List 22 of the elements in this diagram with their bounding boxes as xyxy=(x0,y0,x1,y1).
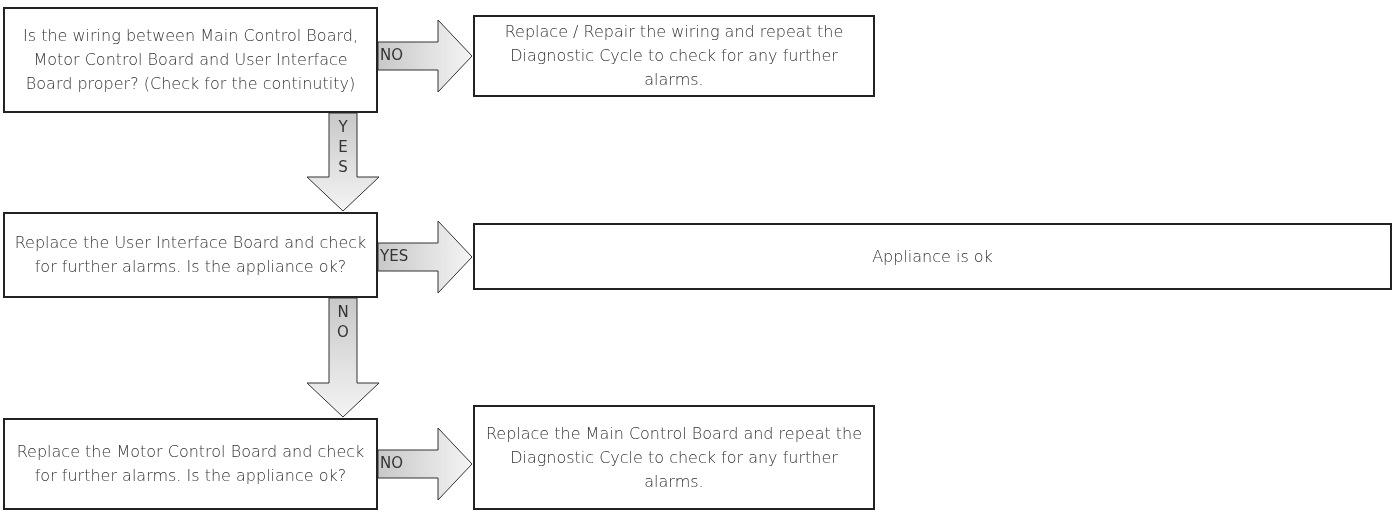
process-box xyxy=(3,418,378,510)
edge-label: NO xyxy=(380,46,404,65)
block-arrow xyxy=(306,297,380,418)
edge-label: NO xyxy=(336,302,350,342)
box-text: Appliance is ok xyxy=(872,246,993,266)
process-box xyxy=(473,405,875,510)
box-text: Replace the User Interface Board and check for further alarms. Is the appliance ok? xyxy=(14,233,367,276)
block-arrow xyxy=(377,19,473,93)
box-text: Replace / Repair the wiring and repeat the Diagnostic Cycle to check for any further alarms. xyxy=(504,22,844,89)
box-text: Replace the Motor Control Board and check for further alarms. Is the appliance ok? xyxy=(16,442,365,485)
edge-label: YES xyxy=(380,247,409,266)
block-arrow xyxy=(306,112,380,212)
box-text: Is the wiring between Main Control Board, Motor Control Board and User Interface Board proper? (Check for the continutity) xyxy=(23,26,358,93)
process-box xyxy=(473,15,875,97)
edge-label: YES xyxy=(337,117,349,177)
edge-label: NO xyxy=(380,454,404,473)
block-arrow xyxy=(377,427,473,501)
process-box xyxy=(3,7,378,113)
process-box xyxy=(3,212,378,298)
process-box xyxy=(473,223,1392,290)
box-text: Replace the Main Control Board and repeat the Diagnostic Cycle to check for any further alarms. xyxy=(485,423,863,491)
block-arrow xyxy=(377,220,473,294)
